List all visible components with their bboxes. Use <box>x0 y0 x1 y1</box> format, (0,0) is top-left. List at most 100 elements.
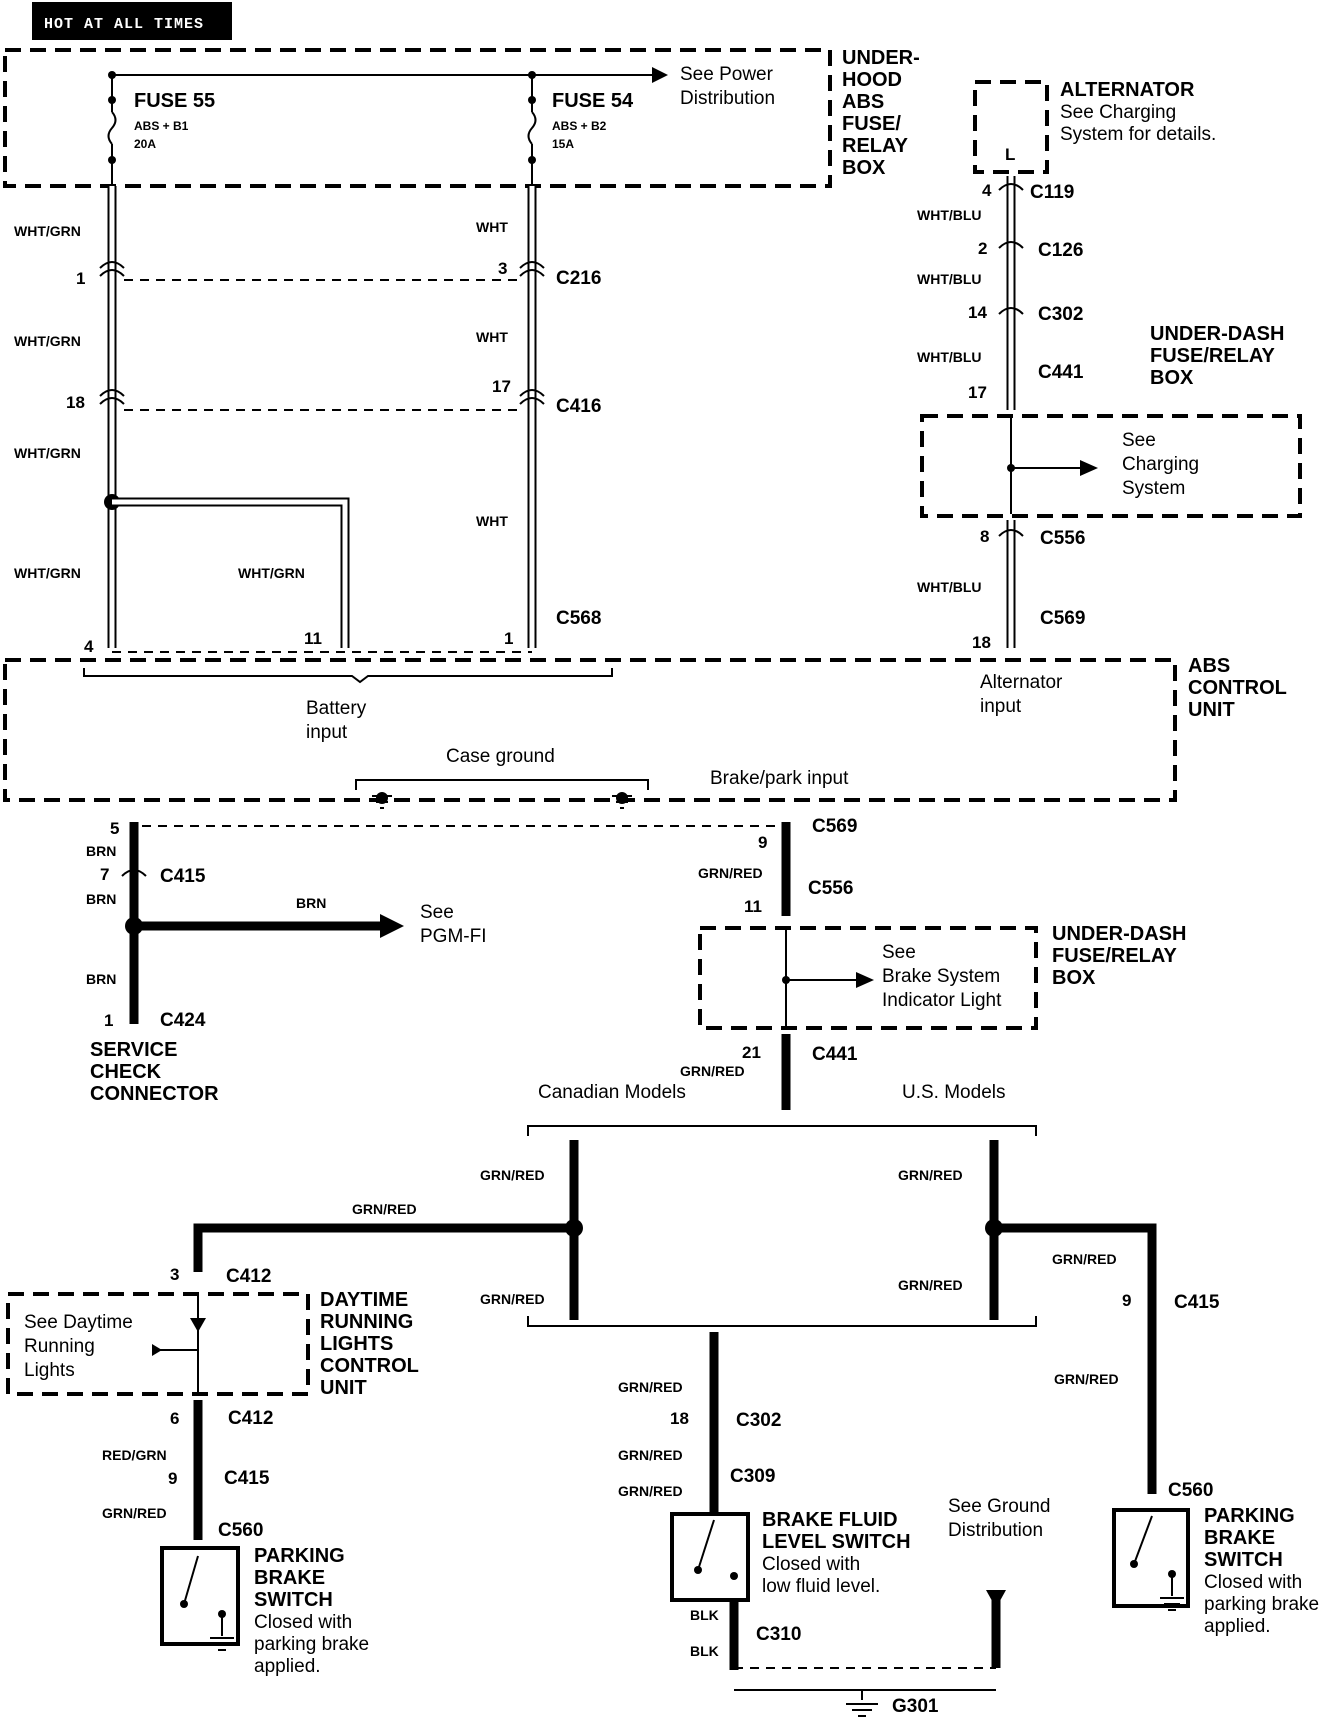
connector-c416: C416 <box>556 396 601 417</box>
ground-g301: G301 <box>892 1696 939 1717</box>
pin-label: 7 <box>100 865 109 884</box>
header-text: HOT AT ALL TIMES <box>44 16 204 33</box>
connector-c415: C415 <box>1174 1292 1220 1313</box>
see-power-distribution: See Power Distribution <box>680 64 778 109</box>
wire-color-label: GRN/RED <box>618 1379 683 1395</box>
ground-icon <box>612 792 632 809</box>
wire-color-label: GRN/RED <box>352 1201 417 1217</box>
alternator-note: See Charging System for details. <box>1060 102 1216 145</box>
pin-label: 2 <box>978 239 987 258</box>
alternator-box <box>973 80 1049 174</box>
wire-color-label: GRN/RED <box>898 1167 963 1183</box>
fuse-55-name: FUSE 55 <box>134 90 215 112</box>
pin-label: 6 <box>170 1409 179 1428</box>
wire-color-label: WHT/BLU <box>917 271 982 287</box>
connector-c560: C560 <box>1168 1480 1213 1501</box>
pin-label: 18 <box>66 393 85 412</box>
fuse-54-desc: ABS + B2 <box>552 119 607 133</box>
wire-color-label: WHT/BLU <box>917 349 982 365</box>
drl-unit-label: DAYTIME RUNNING LIGHTS CONTROL UNIT <box>320 1289 424 1399</box>
service-check-connector-label: SERVICE CHECK CONNECTOR <box>90 1039 219 1105</box>
connector-c560: C560 <box>218 1520 263 1541</box>
ground-icon <box>210 1614 234 1651</box>
connector-c216-icon <box>99 261 545 277</box>
wht-grn-branch-wire <box>112 497 350 648</box>
drl-control-unit-box <box>6 1292 310 1396</box>
underdash-fuse-box-mid <box>698 926 1038 1030</box>
connector-c416-icon <box>99 389 545 405</box>
connector-c556: C556 <box>1040 528 1085 549</box>
pin-label: 11 <box>304 629 322 648</box>
alternator-input-label: Alternator input <box>980 672 1068 717</box>
parking-brake-switch-note-left: Closed with parking brake applied. <box>254 1612 374 1677</box>
wire-color-label: GRN/RED <box>1054 1371 1119 1387</box>
wire-color-label: WHT/GRN <box>238 565 305 581</box>
wire-color-label: WHT <box>476 219 508 235</box>
parking-brake-switch-left <box>160 1546 240 1646</box>
diode-icon <box>190 1318 206 1332</box>
see-drl-note: See Daytime Running Lights <box>24 1312 138 1381</box>
underdash-fuse-box-top <box>920 414 1302 518</box>
arrow-icon <box>152 1344 162 1356</box>
switch-icon <box>183 1555 199 1605</box>
arrow-icon <box>856 972 874 988</box>
canadian-models-label: Canadian Models <box>538 1082 686 1103</box>
wire-color-label: BRN <box>86 971 116 987</box>
fuse-54-amps: 15A <box>552 137 574 151</box>
wire-color-label: GRN/RED <box>898 1277 963 1293</box>
connector-c569: C569 <box>812 816 857 837</box>
arrow-icon <box>986 1590 1006 1608</box>
wire-color-label: GRN/RED <box>480 1167 545 1183</box>
connector-c441: C441 <box>812 1044 858 1065</box>
connector-c119: C119 <box>1030 182 1074 203</box>
wire-color-label: WHT/BLU <box>917 579 982 595</box>
switch-icon <box>1133 1515 1153 1565</box>
pin-label: 3 <box>170 1265 179 1284</box>
brake-fluid-switch-title: BRAKE FLUID LEVEL SWITCH <box>762 1509 911 1553</box>
wire-color-label: WHT <box>476 329 508 345</box>
ground-g301-icon <box>846 1690 878 1717</box>
wire-color-label: WHT/BLU <box>917 207 982 223</box>
parking-brake-switch-title-right: PARKING BRAKE SWITCH <box>1204 1505 1300 1571</box>
connector-c412: C412 <box>226 1266 271 1287</box>
wire-color-label: BRN <box>296 895 326 911</box>
connector-c415: C415 <box>224 1468 270 1489</box>
wire-color-label: GRN/RED <box>680 1063 745 1079</box>
abs-control-unit-label: ABS CONTROL UNIT <box>1188 655 1292 721</box>
pin-label: 17 <box>492 377 511 396</box>
pin-label: 8 <box>980 527 989 546</box>
switch-icon <box>697 1519 715 1571</box>
pin-label: 18 <box>670 1409 689 1428</box>
underhood-fuse-box <box>3 48 832 188</box>
pin-label: 5 <box>110 819 119 838</box>
connector-c569: C569 <box>1040 608 1085 629</box>
fuse-54-name: FUSE 54 <box>552 90 634 112</box>
wire-color-label: WHT/GRN <box>14 333 81 349</box>
pin-label: 9 <box>1122 1291 1131 1310</box>
wire-color-label: WHT/GRN <box>14 445 81 461</box>
pin-label: 4 <box>84 637 94 656</box>
connector-c415: C415 <box>160 866 206 887</box>
connector-c302: C302 <box>1038 304 1083 325</box>
pin-label: 9 <box>758 833 767 852</box>
connector-c424: C424 <box>160 1010 206 1031</box>
underhood-box-label: UNDER- HOOD ABS FUSE/ RELAY BOX <box>842 47 925 179</box>
connector-c568: C568 <box>556 608 601 629</box>
wire-color-label: WHT/GRN <box>14 565 81 581</box>
connector-c126: C126 <box>1038 240 1083 261</box>
brake-park-input-label: Brake/park input <box>710 768 849 789</box>
connector-c310: C310 <box>756 1624 801 1645</box>
brake-fluid-switch-note: Closed with low fluid level. <box>762 1554 880 1597</box>
pin-label: 4 <box>982 181 992 200</box>
battery-input-brace <box>83 668 613 684</box>
pin-label: 14 <box>968 303 987 322</box>
us-models-label: U.S. Models <box>902 1082 1005 1103</box>
wire-color-label: GRN/RED <box>480 1291 545 1307</box>
see-charging-system: See Charging System <box>1122 430 1204 499</box>
connector-c302: C302 <box>736 1410 781 1431</box>
case-ground-label: Case ground <box>446 746 555 767</box>
parking-brake-switch-right <box>1112 1508 1190 1608</box>
pin-label: 3 <box>498 259 507 278</box>
pin-label: 1 <box>504 629 513 648</box>
